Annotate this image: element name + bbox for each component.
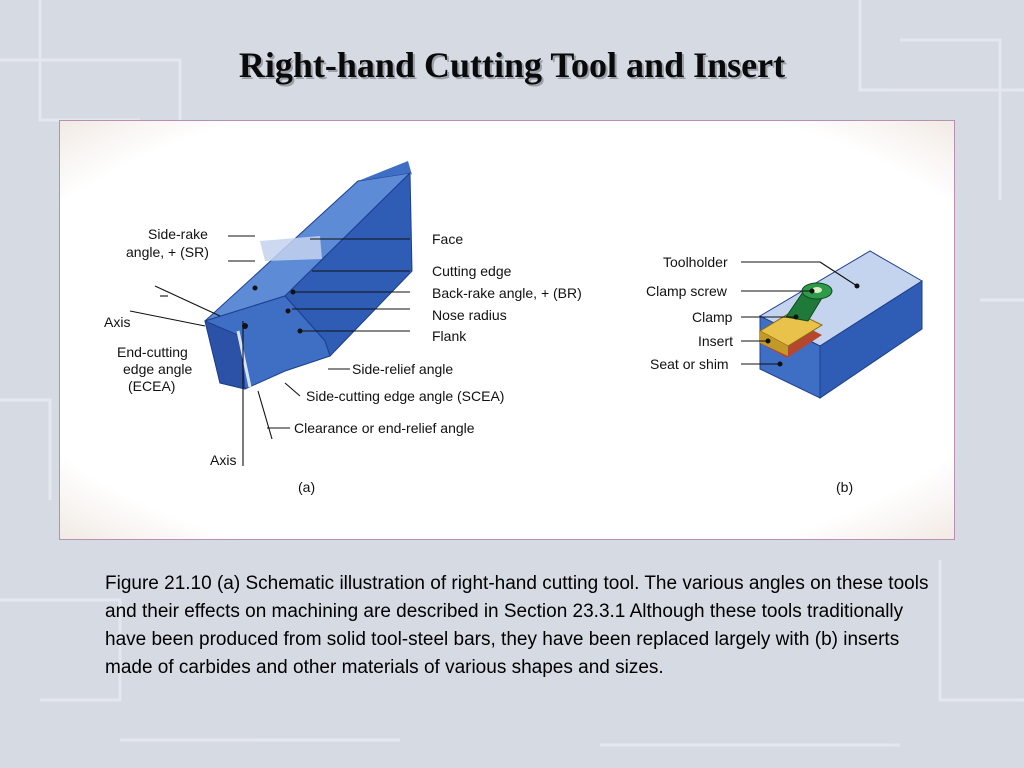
label-side-rake-1: Side-rake	[148, 226, 208, 242]
leader-dots-b	[765, 283, 860, 367]
label-ecea-1: End-cutting	[117, 344, 188, 360]
slide-title: Right-hand Cutting Tool and Insert	[238, 45, 786, 85]
label-nose-radius: Nose radius	[432, 307, 507, 323]
cutting-tool-diagram: Side-rake angle, + (SR) Axis End-cutting…	[104, 161, 923, 495]
label-clamp-screw: Clamp screw	[646, 283, 728, 299]
tool-shank-a	[204, 161, 413, 390]
label-insert: Insert	[698, 333, 733, 349]
label-clearance: Clearance or end-relief angle	[294, 420, 475, 436]
leader-lines-b	[741, 261, 858, 365]
toolholder-b	[758, 250, 923, 399]
figure-caption: Figure 21.10 (a) Schematic illustration …	[105, 573, 929, 678]
label-axis-bottom: Axis	[210, 452, 236, 468]
label-panel-a: (a)	[298, 479, 315, 495]
leader-dots-a	[242, 285, 303, 334]
label-cutting-edge: Cutting edge	[432, 263, 512, 279]
label-clamp: Clamp	[692, 309, 733, 325]
label-flank: Flank	[432, 328, 467, 344]
label-side-rake-2: angle, + (SR)	[126, 244, 209, 260]
label-face: Face	[432, 231, 463, 247]
label-back-rake: Back-rake angle, + (BR)	[432, 285, 582, 301]
figure-panel: Side-rake angle, + (SR) Axis End-cutting…	[59, 120, 955, 540]
label-scea: Side-cutting edge angle (SCEA)	[306, 388, 504, 404]
label-panel-b: (b)	[836, 479, 853, 495]
leader-lines-a	[129, 235, 410, 466]
label-seat-shim: Seat or shim	[650, 356, 729, 372]
label-toolholder: Toolholder	[663, 254, 728, 270]
label-ecea-3: (ECEA)	[128, 378, 175, 394]
label-side-relief: Side-relief angle	[352, 361, 453, 377]
label-axis-top: Axis	[104, 314, 130, 330]
label-ecea-2: edge angle	[123, 361, 193, 377]
